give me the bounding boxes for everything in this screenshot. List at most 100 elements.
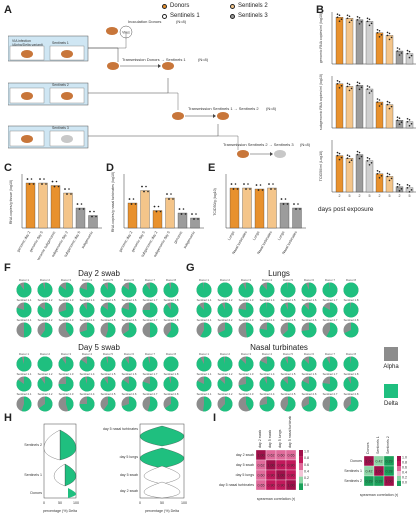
pie-label: Sentinel 1.2 xyxy=(38,298,53,302)
heat-row-label: day 5 nasal turbinates xyxy=(219,483,254,487)
panel-a-schematic: Virus Inoculation Donors (N=8) VIA infec… xyxy=(8,19,311,158)
cde-bar xyxy=(152,210,163,229)
pie-delta xyxy=(280,282,296,298)
b-point xyxy=(350,159,353,161)
donors-marker-icon xyxy=(162,3,167,9)
cde-point xyxy=(76,203,79,205)
pie-label: Sentinel 1.3 xyxy=(59,298,74,302)
group-legend: Donors Sentinels 2 Sentinels 1 Sentinels… xyxy=(160,3,310,23)
cde-point xyxy=(66,193,68,195)
cde-point xyxy=(147,190,149,193)
pie-delta xyxy=(142,376,158,392)
b-point xyxy=(350,19,353,22)
b-bar xyxy=(345,158,354,193)
b-point xyxy=(406,52,409,55)
heat-value: 1.00 xyxy=(376,470,383,474)
pie-label: Sentinel 1.1 xyxy=(17,372,32,376)
b-point xyxy=(346,85,349,88)
b-point xyxy=(408,191,411,193)
cde-bar xyxy=(165,197,175,229)
heat-value: 0.29 xyxy=(366,480,373,484)
cde-point xyxy=(286,203,289,205)
pie-label: Sentinel 2.1 xyxy=(17,318,32,322)
pie-delta xyxy=(301,376,317,392)
cde-ylabel: RNA copies/g nasal turbinates (log10) xyxy=(111,172,115,232)
b-point xyxy=(348,21,351,24)
b-point xyxy=(376,173,379,175)
heat-scale-tick: 0.8 xyxy=(402,461,407,465)
b-point xyxy=(398,123,401,125)
pie-label: Sentinel 2.8 xyxy=(164,318,179,322)
pie-label: Donor 2 xyxy=(40,352,50,356)
b-day-tick: 5 xyxy=(389,194,391,198)
b-point xyxy=(366,88,369,90)
b-point xyxy=(340,85,343,87)
h-right-row-2: day 5 swab xyxy=(120,473,138,477)
cde-point xyxy=(261,189,264,191)
pie-delta xyxy=(163,282,179,298)
cde-point xyxy=(141,185,143,188)
h-left-row-1: Sentinels 1 xyxy=(24,473,42,477)
b-chart-genomic: genomic RNA copies/ml (log10) xyxy=(319,12,416,65)
cde-bar xyxy=(63,192,73,229)
b-point xyxy=(356,19,359,21)
g-title-lungs: Lungs xyxy=(268,269,290,278)
b-point xyxy=(376,98,379,100)
cde-point xyxy=(193,218,195,220)
pie-delta xyxy=(344,322,359,338)
legend-delta: Delta xyxy=(366,384,416,407)
pie-label: Donor 1 xyxy=(19,352,29,356)
heat-cell xyxy=(285,479,297,491)
cde-point xyxy=(30,178,33,180)
cde-point xyxy=(295,208,297,210)
pie-label: Donor 5 xyxy=(283,278,293,282)
pie-delta xyxy=(121,396,137,412)
pie-label: Sentinel 1.8 xyxy=(164,298,179,302)
pie-delta xyxy=(217,302,233,318)
pie-label: Sentinel 1.6 xyxy=(122,298,137,302)
cde-xtick: Lungs xyxy=(227,230,235,241)
heat-row-label: day 2 swab xyxy=(236,453,254,457)
pie-delta xyxy=(217,282,233,298)
panel-label-g: G xyxy=(186,262,195,274)
cde-bar xyxy=(229,187,240,229)
transmission2-group xyxy=(172,112,229,120)
pie-label: Sentinel 2.1 xyxy=(197,392,212,396)
donor-hamster-icon xyxy=(21,50,33,58)
alpha-swatch xyxy=(384,347,398,361)
pie-delta xyxy=(79,322,95,338)
cde-point xyxy=(91,215,93,218)
b-point xyxy=(356,153,359,156)
pie-delta xyxy=(150,322,158,338)
b-point xyxy=(346,154,349,156)
pie-label: Sentinel 2.4 xyxy=(260,318,275,322)
pie-label: Sentinel 2.7 xyxy=(323,318,338,322)
b-point xyxy=(338,152,341,155)
pie-label: Sentinel 2.6 xyxy=(302,318,317,322)
heat-value: 0.90 xyxy=(288,464,295,468)
heat-scale-tick: 1.0 xyxy=(304,450,309,454)
legend-sentinels2-label: Sentinels 2 xyxy=(238,3,268,9)
pie-label: Sentinel 2.6 xyxy=(122,392,137,396)
cde-point xyxy=(28,183,31,185)
pie-label: Sentinel 1.5 xyxy=(101,372,116,376)
pie-delta xyxy=(105,322,116,338)
pie-label: Sentinel 2.3 xyxy=(59,392,74,396)
b-point xyxy=(358,157,361,160)
cde-point xyxy=(82,208,85,210)
pie-delta xyxy=(100,356,116,372)
b-point xyxy=(360,86,363,89)
cde-point xyxy=(157,205,160,208)
pie-label: Sentinel 1.4 xyxy=(80,298,95,302)
heat-value: 0.90 xyxy=(288,474,295,478)
cde-ylabel: TCID50/g (log10) xyxy=(213,188,217,216)
pie-label: Sentinel 1.7 xyxy=(323,298,338,302)
pie-delta xyxy=(142,302,158,318)
heat-scale-swatch xyxy=(299,456,303,464)
pie-label: Sentinel 1.2 xyxy=(218,298,233,302)
heat-scale-tick: 0.4 xyxy=(304,470,309,474)
b-point xyxy=(386,103,389,106)
h-right-plot: day 5 nasal turbinates day 5 lungs day 5… xyxy=(103,423,187,513)
